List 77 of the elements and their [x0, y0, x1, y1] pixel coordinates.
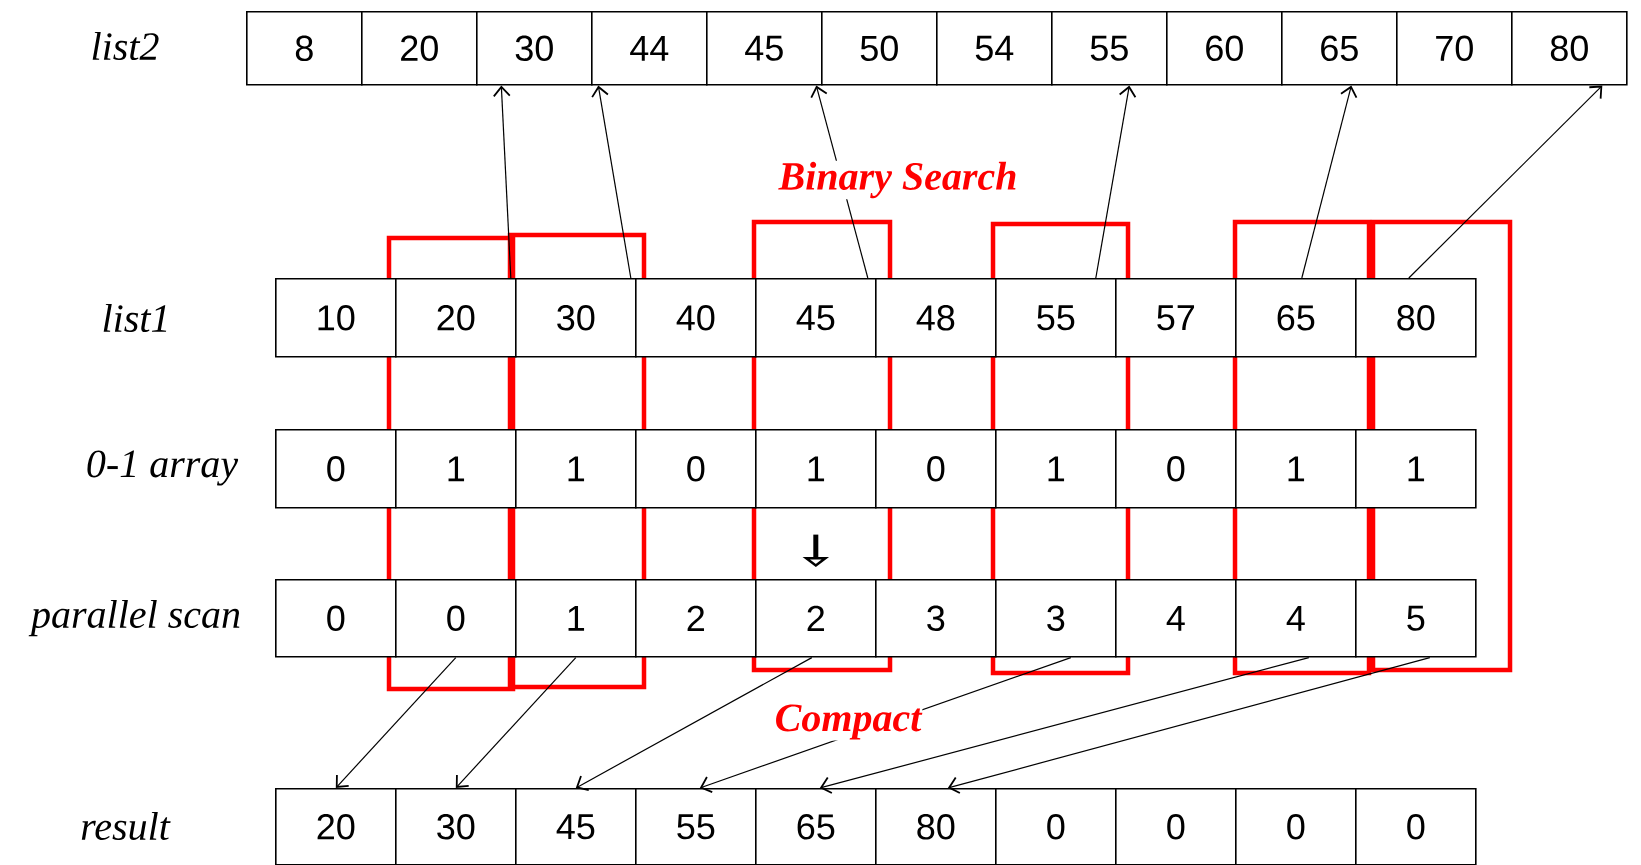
array-cell: 55 — [995, 278, 1117, 358]
array-cell: 44 — [591, 11, 708, 86]
array-cell: 57 — [1115, 278, 1237, 358]
step-label: Binary Search — [777, 160, 1019, 200]
node-label: 65 — [797, 814, 835, 840]
array-cell: 65 — [1281, 11, 1398, 86]
array-cell: 0 — [875, 429, 997, 509]
array-cell: 0 — [1115, 788, 1237, 865]
node-label: 0 — [1287, 814, 1305, 840]
array-cell: 30 — [395, 788, 517, 865]
array-cell: 8 — [246, 11, 363, 86]
node-label: 0 — [1047, 814, 1065, 840]
array-cell: 1 — [1235, 429, 1357, 509]
arrow — [591, 85, 632, 279]
array-cell: 1 — [755, 429, 877, 509]
arrow — [1408, 85, 1603, 279]
array-cell: 0 — [1235, 788, 1357, 865]
array-cell: 1 — [1355, 429, 1477, 509]
array-cell: 45 — [755, 278, 877, 358]
array-cell: 10 — [275, 278, 397, 358]
step-label: Compact — [773, 703, 923, 741]
array-cell: 50 — [821, 11, 938, 86]
array-cell: 0 — [275, 429, 397, 509]
arrow — [819, 657, 1310, 794]
array-cell: 45 — [706, 11, 823, 86]
array-cell: 80 — [1511, 11, 1628, 86]
arrow — [1301, 85, 1358, 279]
array-cell: 4 — [1235, 579, 1357, 658]
array-cell: 54 — [936, 11, 1053, 86]
array-cell: 1 — [515, 429, 637, 509]
array-cell: 5 — [1355, 579, 1477, 658]
array-cell: 40 — [635, 278, 757, 358]
array-cell: 55 — [1051, 11, 1168, 86]
node-label: 80 — [917, 814, 955, 840]
array-cell: 0 — [1355, 788, 1477, 865]
array-cell: 2 — [755, 579, 877, 658]
node-label: 45 — [556, 814, 595, 840]
array-cell: 30 — [476, 11, 593, 86]
array-cell: 0 — [1115, 429, 1237, 509]
arrow — [947, 657, 1431, 794]
arrow — [1095, 85, 1137, 279]
node-label: 30 — [437, 814, 475, 840]
row-label: result — [81, 811, 171, 841]
node-label: 0 — [1167, 814, 1185, 840]
array-cell: 0 — [635, 429, 757, 509]
arrow — [335, 657, 457, 788]
node-label: 55 — [677, 814, 715, 840]
array-cell: 4 — [1115, 579, 1237, 658]
array-cell: 2 — [635, 579, 757, 658]
row-label: parallel scan — [28, 599, 240, 637]
array-cell: 30 — [515, 278, 637, 358]
array-cell: 0 — [395, 579, 517, 658]
array-cell: 65 — [755, 788, 877, 865]
array-cell: 3 — [875, 579, 997, 658]
array-cell: 0 — [995, 788, 1117, 865]
array-cell: 1 — [515, 579, 637, 658]
array-cell: 60 — [1166, 11, 1283, 86]
array-cell: 55 — [635, 788, 757, 865]
array-cell: 48 — [875, 278, 997, 358]
array-cell: 20 — [395, 278, 517, 358]
array-cell: 3 — [995, 579, 1117, 658]
arrow — [492, 85, 512, 279]
arrow — [455, 657, 577, 788]
array-cell: 80 — [875, 788, 997, 865]
array-cell: 20 — [361, 11, 478, 86]
array-cell: 65 — [1235, 278, 1357, 358]
array-cell: 70 — [1396, 11, 1513, 86]
array-cell: 1 — [995, 429, 1117, 509]
row-label: 0-1 array — [87, 450, 239, 486]
array-cell: 0 — [275, 579, 397, 658]
array-cell: 20 — [275, 788, 397, 865]
array-cell: 45 — [515, 788, 637, 865]
row-label: list1 — [103, 303, 167, 333]
row-label: list2 — [92, 31, 159, 61]
arrow — [575, 657, 813, 791]
array-cell: 1 — [395, 429, 517, 509]
array-cell: 80 — [1355, 278, 1477, 358]
